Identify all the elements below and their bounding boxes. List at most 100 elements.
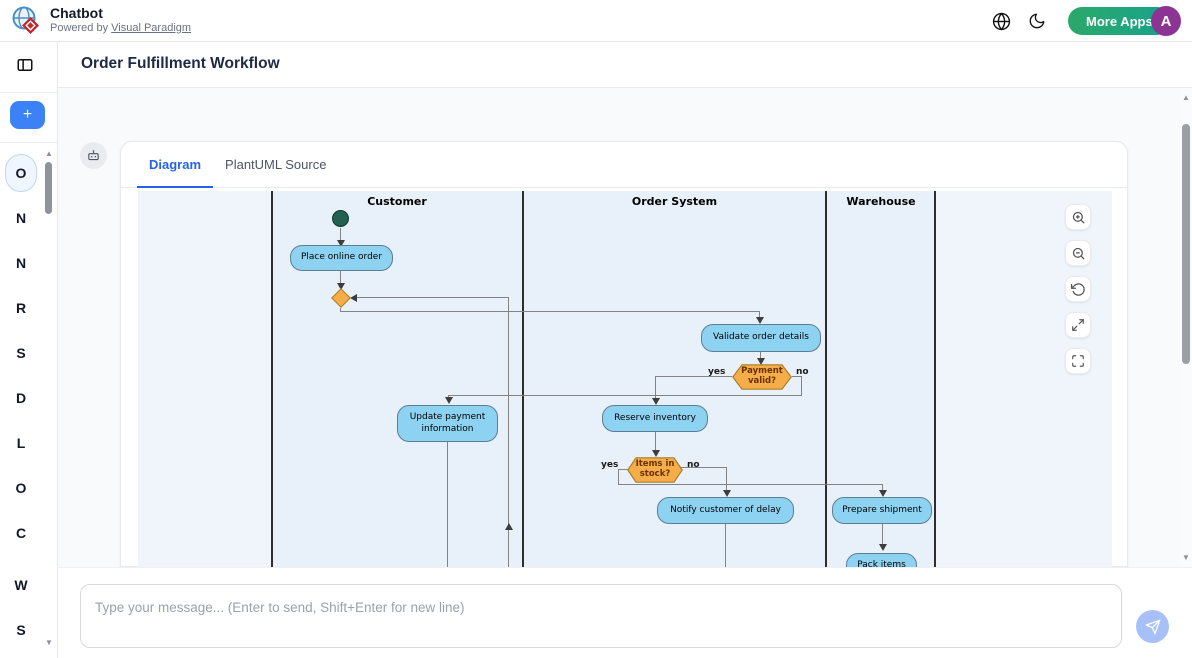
sidebar-item-conversation[interactable]: O (5, 154, 37, 192)
activity-reserve-inventory: Reserve inventory (602, 405, 708, 432)
decision-items-in-stock: Items in stock? (627, 457, 683, 483)
sidebar-toggle-button[interactable] (12, 52, 38, 78)
reset-view-button[interactable] (1065, 276, 1091, 302)
sidebar-item-conversation[interactable]: S (16, 622, 26, 638)
arrowhead (723, 490, 731, 497)
zoom-out-icon (1072, 247, 1085, 260)
moon-icon (1029, 13, 1045, 29)
expand-button[interactable] (1065, 312, 1091, 338)
branch-label-yes: yes (708, 367, 726, 377)
edge-segment (448, 395, 802, 396)
edge-segment (618, 469, 619, 484)
diagram-message-card: Diagram PlantUML Source Customer Order S… (120, 141, 1128, 568)
sidebar-item-conversation[interactable]: S (16, 345, 26, 361)
edge-segment (655, 376, 732, 377)
sidebar-item-conversation[interactable]: L (16, 435, 26, 451)
activity-place-online-order: Place online order (290, 245, 393, 271)
lane-title-warehouse: Warehouse (846, 195, 916, 208)
sidebar-item-conversation[interactable]: O (15, 480, 27, 496)
zoom-out-button[interactable] (1065, 240, 1091, 266)
edge-segment (508, 297, 509, 568)
arrowhead (652, 398, 660, 405)
edge-segment (340, 228, 341, 242)
lane-border (825, 191, 827, 568)
edge-segment (340, 271, 341, 285)
sidebar-scroll-up-icon[interactable]: ▲ (45, 149, 53, 158)
sidebar-divider (0, 92, 57, 93)
edge-segment (801, 376, 802, 395)
decision-label: Payment valid? (741, 366, 783, 386)
expand-icon (1072, 319, 1084, 331)
arrowhead (879, 544, 887, 551)
edge-segment (447, 442, 448, 568)
app-title: Chatbot (50, 5, 103, 21)
edge-segment (725, 524, 726, 568)
sidebar-scrollbar-thumb[interactable] (45, 162, 52, 214)
sidebar-divider (0, 142, 57, 143)
arrowhead (350, 294, 357, 302)
conversation-sidebar: + O N N R S D L O C W S ▲ ▼ (0, 42, 58, 658)
arrowhead (756, 317, 764, 324)
edge-segment (618, 469, 629, 470)
sidebar-item-conversation[interactable]: R (15, 300, 27, 316)
sidebar-item-conversation[interactable]: N (15, 255, 27, 271)
language-globe-button[interactable] (989, 9, 1013, 33)
chat-content-area: Diagram PlantUML Source Customer Order S… (58, 88, 1192, 568)
fullscreen-button[interactable] (1065, 348, 1091, 374)
arrowhead (337, 283, 345, 290)
edge-segment (655, 376, 656, 400)
tab-diagram[interactable]: Diagram (137, 142, 214, 188)
globe-icon (992, 12, 1010, 30)
arrowhead (337, 240, 345, 247)
conversation-titlebar: Order Fulfillment Workflow (58, 42, 1192, 88)
main-scrollbar-thumb[interactable] (1182, 124, 1190, 364)
dark-mode-button[interactable] (1025, 9, 1049, 33)
arrowhead (757, 358, 765, 365)
scroll-down-icon[interactable]: ▼ (1182, 553, 1190, 562)
app-header: Chatbot Powered by Visual Paradigm More … (0, 0, 1192, 42)
lane-title-customer: Customer (367, 195, 427, 208)
activity-prepare-shipment: Prepare shipment (832, 497, 932, 524)
sidebar-item-conversation[interactable]: D (15, 390, 27, 406)
new-chat-button[interactable]: + (10, 101, 45, 129)
send-button[interactable] (1136, 610, 1169, 643)
activity-diagram-canvas[interactable]: Customer Order System Warehouse (138, 191, 1112, 568)
brand-block: Chatbot Powered by Visual Paradigm (50, 5, 191, 35)
decision-label: Items in stock? (635, 459, 675, 479)
edge-segment (340, 311, 759, 312)
branch-label-no: no (796, 367, 809, 377)
scroll-up-icon[interactable]: ▲ (1182, 93, 1190, 102)
decision-payment-valid: Payment valid? (732, 364, 792, 390)
zoom-in-icon (1072, 211, 1085, 224)
arrowhead (505, 523, 513, 530)
activity-notify-customer-of-delay: Notify customer of delay (657, 497, 794, 524)
chat-input-section (58, 567, 1192, 658)
message-input[interactable] (80, 584, 1122, 648)
sidebar-item-conversation[interactable]: W (14, 577, 28, 593)
sidebar-scroll-down-icon[interactable]: ▼ (45, 638, 53, 647)
branch-label-no: no (687, 460, 700, 470)
sidebar-item-conversation[interactable]: N (15, 210, 27, 226)
powered-by: Powered by Visual Paradigm (50, 22, 191, 35)
activity-update-payment-information: Update payment information (397, 405, 498, 442)
user-avatar[interactable]: A (1151, 6, 1181, 36)
tab-plantuml-source[interactable]: PlantUML Source (225, 157, 327, 172)
edge-segment (882, 484, 883, 492)
edge-segment (655, 432, 656, 453)
edge-segment (726, 467, 727, 492)
zoom-in-button[interactable] (1065, 204, 1091, 230)
activity-validate-order-details: Validate order details (701, 324, 821, 352)
main-scrollbar[interactable]: ▲ ▼ (1180, 88, 1192, 567)
sidebar-item-conversation[interactable]: C (15, 525, 27, 541)
start-node (332, 210, 349, 227)
powered-by-prefix: Powered by (50, 22, 112, 34)
visual-paradigm-link[interactable]: Visual Paradigm (111, 22, 192, 34)
plus-icon: + (22, 106, 33, 123)
branch-label-yes: yes (601, 460, 619, 470)
edge-segment (618, 484, 882, 485)
edge-segment (882, 524, 883, 547)
lane-title-order-system: Order System (631, 195, 718, 208)
page-title: Order Fulfillment Workflow (81, 55, 280, 72)
diagram-tabs: Diagram PlantUML Source (121, 142, 1127, 188)
